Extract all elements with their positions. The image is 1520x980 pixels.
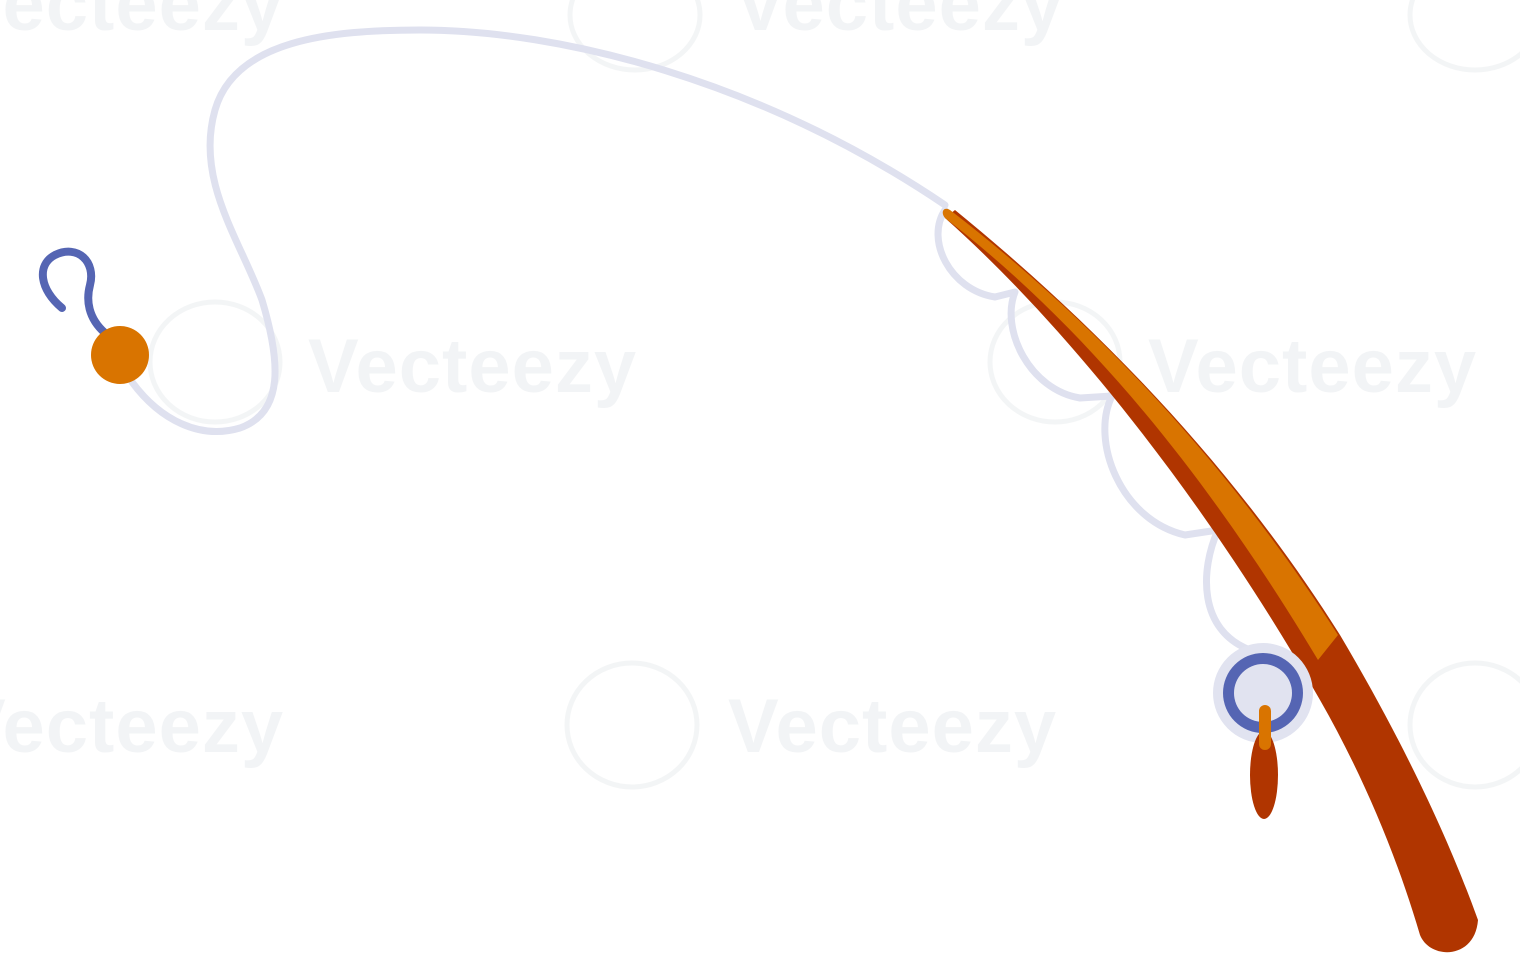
watermark-text-bottom-center: Vecteezy [728, 684, 1057, 769]
fishing-line-guides [934, 206, 1254, 654]
reel-handle [1250, 731, 1278, 819]
rod-shaft-dark [945, 210, 1478, 953]
watermark-logo-top-right [1407, 0, 1520, 73]
watermark-text-top-left: Vecteezy [0, 0, 284, 47]
watermark-logo-bottom-center [564, 660, 700, 790]
bobber [91, 326, 149, 384]
fishing-line [128, 26, 949, 435]
watermark-logo-top-center [567, 0, 703, 73]
watermark-text-bottom-left: Vecteezy [0, 684, 284, 769]
watermark-text-middle-right: Vecteezy [1148, 324, 1477, 409]
reel [1213, 643, 1313, 819]
hook-icon [38, 247, 109, 337]
watermark-logo-middle-left [147, 299, 283, 425]
watermark-text-top-center: Vecteezy [735, 0, 1064, 47]
watermark-logo-bottom-right [1407, 660, 1520, 790]
reel-center [1234, 664, 1292, 722]
watermark-text-middle-left: Vecteezy [308, 324, 637, 409]
rod-shaft-light [942, 208, 1338, 660]
reel-handle-stem [1259, 705, 1271, 750]
